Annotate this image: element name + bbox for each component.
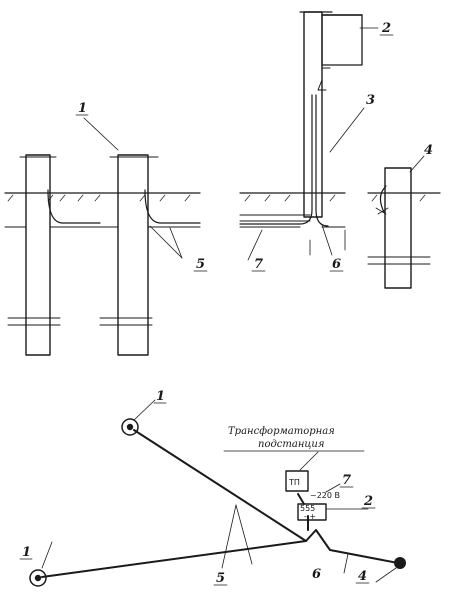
section-view: 1 2 3 4 5 6 7 [4, 11, 441, 356]
label-underlines-plan [19, 402, 376, 586]
plan-cables [41, 429, 399, 578]
label-6-plan: 6 [312, 567, 321, 582]
polarity-marks: - + [304, 512, 316, 521]
plan-leader-lines [41, 399, 397, 583]
label-1-plan-upper: 1 [156, 389, 165, 404]
label-4-section: 4 [424, 143, 433, 158]
substation-caption-line1: Трансформаторная [228, 426, 335, 437]
substation-caption-line2: подстанция [258, 439, 324, 450]
soil-hatching [7, 194, 426, 202]
pile-1 [7, 154, 101, 356]
control-box [297, 503, 327, 521]
electrode-1-lower [29, 569, 47, 587]
label-1-section: 1 [78, 101, 87, 116]
pile-2 [99, 154, 201, 356]
label-2-plan: 2 [363, 494, 373, 509]
tp-label: ТП [288, 478, 300, 487]
label-7-plan: 7 [342, 473, 351, 488]
label-5-section: 5 [196, 257, 205, 272]
electrode-4 [394, 557, 406, 569]
label-5-plan: 5 [216, 571, 225, 586]
label-6-section: 6 [332, 257, 341, 272]
label-underlines-section [75, 34, 394, 272]
plan-view: ТП 555 - + ~220 В Трансформаторная подст… [19, 389, 406, 587]
cable-trench-lines [4, 214, 346, 228]
label-4-plan: 4 [358, 569, 367, 584]
label-3-section: 3 [366, 93, 375, 108]
label-7-section: 7 [254, 257, 263, 272]
label-1-plan-lower: 1 [22, 545, 31, 560]
electrode-1-upper [121, 418, 139, 436]
caption-leader [223, 450, 365, 471]
pile-4 [367, 167, 431, 289]
transformer-substation-box [285, 470, 309, 492]
label-2-section: 2 [381, 21, 391, 36]
stud-marks: 555 [300, 504, 315, 513]
voltage-label: ~220 В [310, 491, 340, 500]
tall-pole-with-box [239, 11, 363, 256]
leader-lines [83, 27, 425, 261]
